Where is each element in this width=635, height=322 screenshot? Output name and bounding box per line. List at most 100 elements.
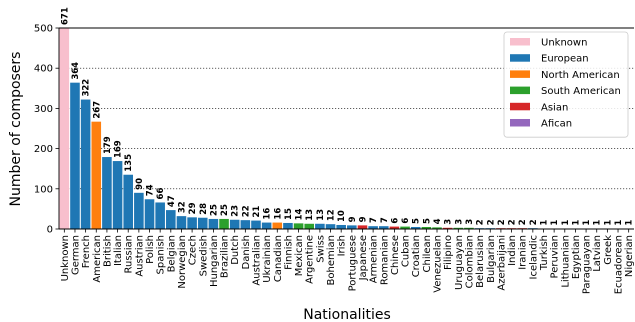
y-tick-label: 500 <box>34 24 53 35</box>
legend-label: Unknown <box>541 38 587 49</box>
bar-value-label: 1 <box>571 220 581 226</box>
bar <box>261 222 272 229</box>
x-tick-label: Mexican <box>294 235 305 276</box>
legend-label: Afican <box>541 119 572 130</box>
x-tick-label: Chinese <box>390 235 401 275</box>
bar-value-label: 2 <box>508 219 518 225</box>
x-tick-label: Unknown <box>60 235 71 281</box>
bar <box>219 218 229 229</box>
x-tick-label: French <box>81 235 92 268</box>
bar <box>197 217 208 229</box>
bar-value-label: 6 <box>401 218 411 224</box>
y-tick-label: 400 <box>34 64 53 75</box>
bar <box>102 157 112 229</box>
x-tick-label: Belarusian <box>475 235 486 288</box>
x-tick-label: Peruvian <box>550 235 561 278</box>
x-tick-label: Australian <box>251 235 262 286</box>
bar-value-label: 2 <box>497 219 507 225</box>
x-tick-label: Venezuelan <box>433 235 444 293</box>
bar <box>442 227 453 229</box>
x-tick-label: Nigerian <box>624 235 635 277</box>
x-tick-label: Turkish <box>539 235 550 271</box>
x-tick-label: Ecuadorean <box>614 235 625 294</box>
bar <box>389 226 400 229</box>
plot-frame <box>58 27 634 230</box>
x-tick-label: Icelandic <box>528 235 539 279</box>
legend-swatch <box>510 86 530 95</box>
bar <box>123 174 134 229</box>
x-tick-label: Chilean <box>422 235 433 273</box>
x-tick-label: Finnish <box>283 235 294 270</box>
bar-value-label: 7 <box>380 217 390 223</box>
x-tick-label: Colombian <box>464 235 475 288</box>
x-tick-label: Ukrainian <box>262 235 273 283</box>
legend-label: Asian <box>541 102 568 113</box>
x-tick-label: Swiss <box>315 235 326 263</box>
legend-label: South American <box>541 86 621 97</box>
bar-value-label: 5 <box>422 218 432 224</box>
bar-value-label: 364 <box>71 62 81 80</box>
x-tick-label: Canadian <box>273 235 284 282</box>
bar-value-label: 74 <box>146 184 156 196</box>
bar <box>240 220 251 229</box>
x-tick-label: Lithuanian <box>560 235 571 288</box>
x-tick-label: Filipino <box>443 235 454 270</box>
bar-value-label: 1 <box>603 220 613 226</box>
bar-value-label: 1 <box>550 220 560 226</box>
bar <box>144 199 155 229</box>
x-tick-label: Cuban <box>401 235 412 267</box>
bar-value-label: 22 <box>241 205 251 217</box>
bar <box>453 227 464 229</box>
bar <box>134 192 144 229</box>
x-tick-label: Hungarian <box>209 235 220 287</box>
bar <box>272 222 283 229</box>
legend-box <box>503 31 629 138</box>
bar-value-label: 1 <box>625 220 635 226</box>
bar <box>378 226 389 229</box>
x-tick-label: Iranian <box>518 235 529 270</box>
bar-value-label: 7 <box>369 217 379 223</box>
bar-value-label: 1 <box>582 220 592 226</box>
bar-value-label: 21 <box>252 206 262 218</box>
bar <box>112 161 123 229</box>
x-tick-label: Belgian <box>166 235 177 272</box>
bar-value-label: 13 <box>316 209 326 221</box>
bar-value-label: 6 <box>390 218 400 224</box>
bar <box>166 210 176 229</box>
bar-value-label: 16 <box>273 208 283 220</box>
bar-value-label: 28 <box>199 203 209 215</box>
bar-value-label: 3 <box>465 219 475 225</box>
legend-swatch <box>510 119 530 127</box>
bar <box>70 82 80 229</box>
y-tick-label: 200 <box>34 144 53 155</box>
bar-value-label: 66 <box>156 188 166 200</box>
bar-value-label: 10 <box>337 210 347 222</box>
bar <box>176 216 187 229</box>
y-tick-label: 300 <box>34 104 53 115</box>
bar-value-label: 32 <box>177 201 187 213</box>
x-tick-label: Danish <box>241 235 252 270</box>
x-tick-label: Uruguayan <box>454 235 465 290</box>
x-tick-label: Spanish <box>156 235 167 275</box>
x-tick-label: Paraguayan <box>582 235 593 294</box>
x-tick-label: Brazilian <box>220 235 231 278</box>
bar <box>421 226 432 229</box>
bar-value-label: 9 <box>348 216 358 222</box>
bar <box>80 99 91 229</box>
bar-value-label: 2 <box>529 219 539 225</box>
bar-value-label: 3 <box>454 219 464 225</box>
bar-value-label: 14 <box>295 208 305 220</box>
bar-value-label: 179 <box>103 136 113 154</box>
x-tick-label: Dutch <box>230 235 241 265</box>
bar-value-label: 15 <box>284 208 294 220</box>
bar-value-label: 4 <box>433 218 443 224</box>
bar <box>347 225 357 229</box>
x-tick-label: Indian <box>507 235 518 266</box>
x-tick-label: Croatian <box>411 235 422 277</box>
bar-value-label: 1 <box>539 220 549 226</box>
bar-value-label: 322 <box>82 79 92 97</box>
x-tick-label: Polish <box>145 235 156 264</box>
x-tick-label: Austrian <box>134 235 145 277</box>
legend-label: European <box>541 54 589 65</box>
bar <box>304 223 315 229</box>
